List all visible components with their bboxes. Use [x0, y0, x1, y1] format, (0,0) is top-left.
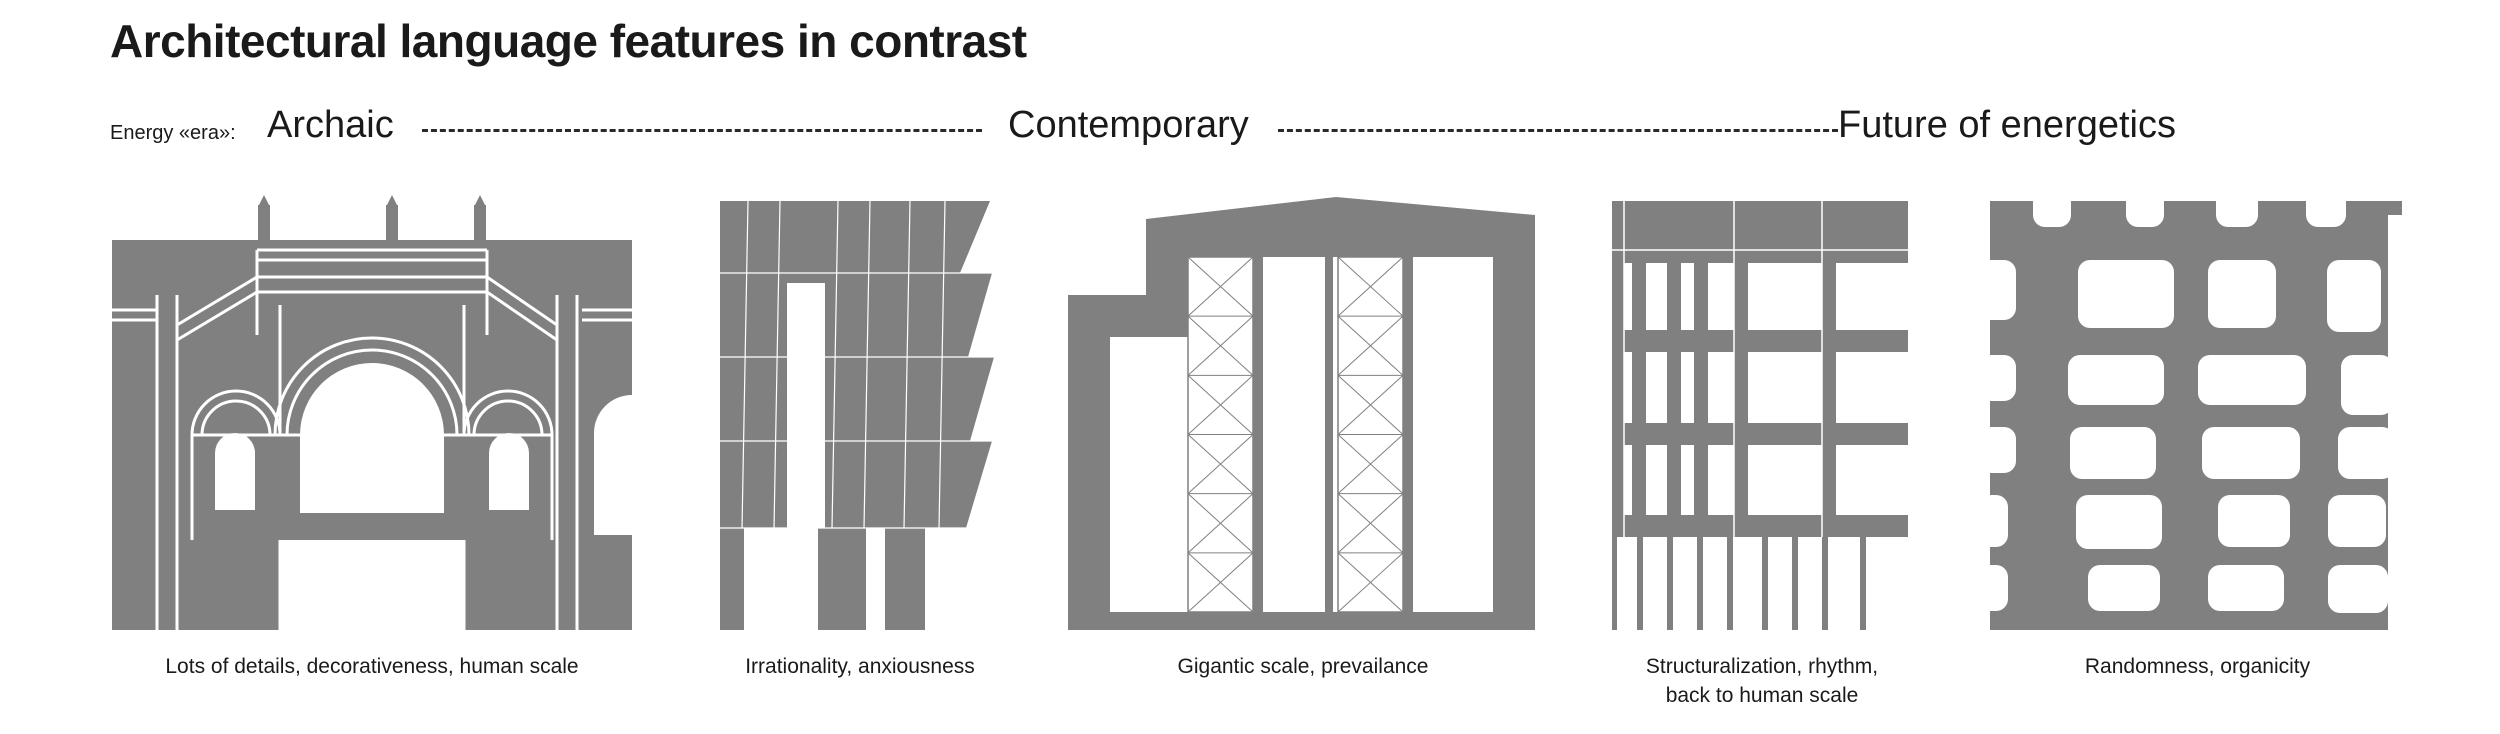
caption-line: Gigantic scale, prevailance [1177, 655, 1429, 678]
gigantic-building-drawing [1068, 197, 1535, 630]
irrational-facade-drawing [720, 200, 994, 630]
panel-archaic-facade [112, 195, 632, 635]
caption-line: Randomness, organicity [2084, 655, 2311, 678]
caption-line: Irrationality, anxiousness [745, 655, 975, 678]
archaic-facade-drawing [112, 195, 632, 635]
caption-line: Structuralization, rhythm, [1645, 655, 1879, 678]
caption-gigantic: Gigantic scale, prevailance [1068, 652, 1538, 681]
panel-organic-facade [1990, 195, 2405, 635]
panel-gigantic-building [1068, 195, 1538, 635]
era-future: Future of energetics [1838, 104, 2176, 146]
caption-line: Lots of details, decorativeness, human s… [165, 655, 579, 678]
page-title: Architectural language features in contr… [110, 15, 1027, 67]
era-contemporary: Contemporary [1008, 104, 1249, 146]
caption-archaic: Lots of details, decorativeness, human s… [112, 652, 632, 681]
panel-structural-grid [1612, 195, 1912, 635]
era-label: Energy «era»: [110, 122, 236, 144]
caption-structural: Structuralization, rhythm, back to human… [1612, 652, 1912, 710]
caption-line: back to human scale [1665, 684, 1859, 707]
era-archaic: Archaic [267, 104, 394, 146]
era-dashed-line [422, 129, 982, 132]
caption-organic: Randomness, organicity [1990, 652, 2405, 681]
caption-irrational: Irrationality, anxiousness [660, 652, 1060, 681]
panel-irrational-facade [720, 195, 1000, 635]
structural-grid-drawing [1612, 201, 1908, 630]
organic-facade-drawing [1990, 195, 2402, 635]
energy-era-timeline: Energy «era»: Archaic Contemporary Futur… [110, 100, 2210, 160]
era-dashed-line [1278, 129, 1838, 132]
